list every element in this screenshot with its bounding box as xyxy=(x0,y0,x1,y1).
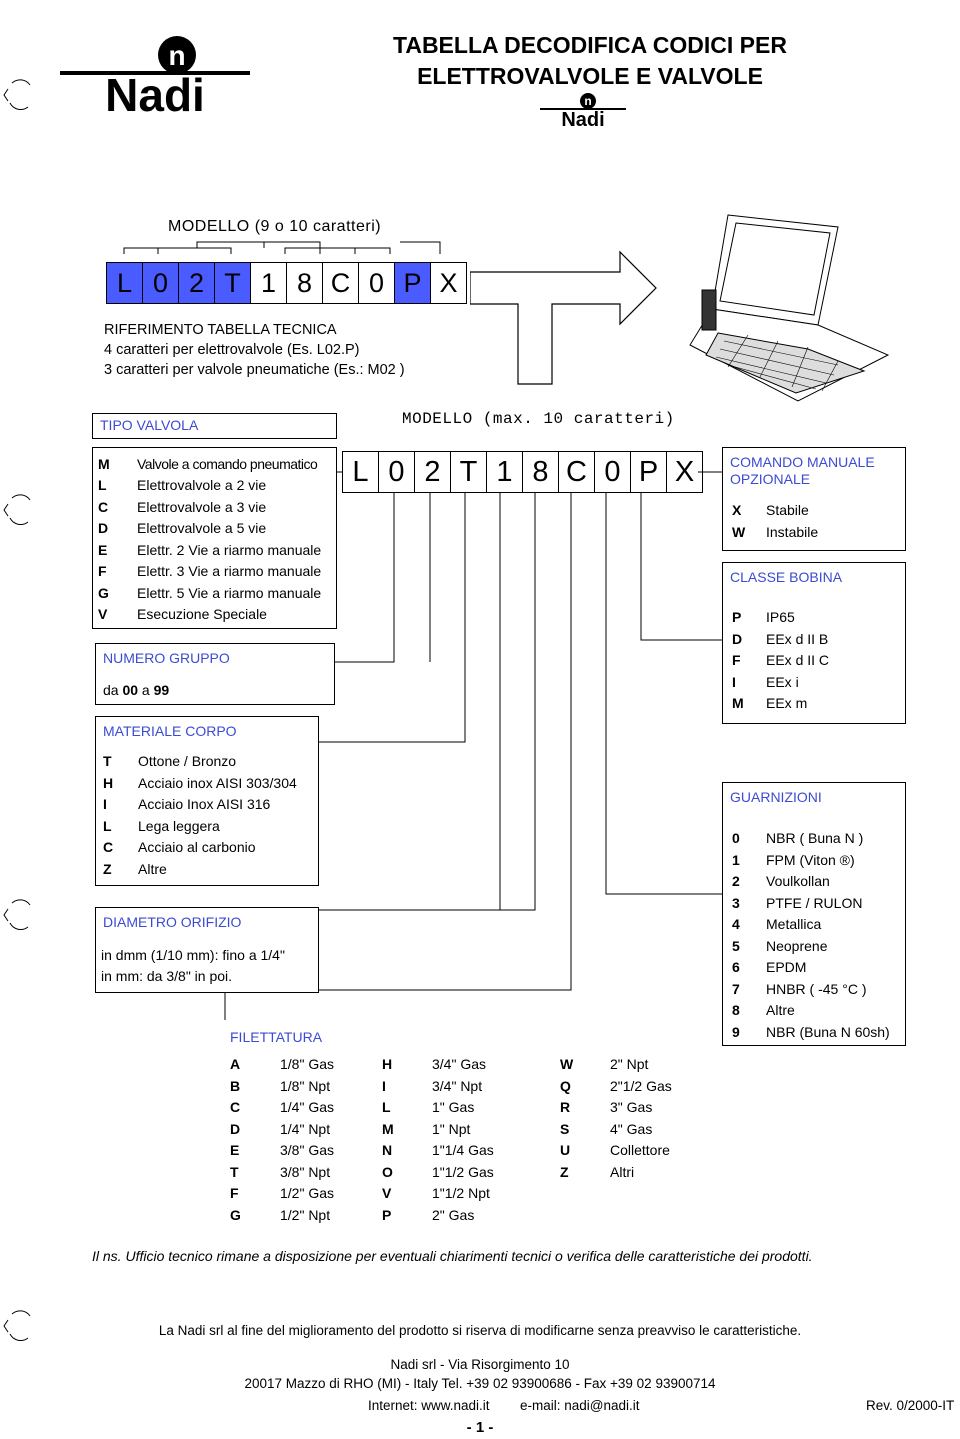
binder-hole-icon xyxy=(2,75,34,115)
code-char: 1 xyxy=(487,452,523,492)
model-code-mid: L 0 2 T 1 8 C 0 P X xyxy=(342,451,703,493)
laptop-illustration xyxy=(689,214,890,402)
code-char: C xyxy=(323,263,359,303)
code-char: X xyxy=(674,456,695,488)
t-arrow-icon xyxy=(470,250,657,385)
company-name: Nadi srl - Via Risorgimento 10 xyxy=(390,1357,570,1372)
code-char: P xyxy=(631,452,667,492)
company-address: 20017 Mazzo di RHO (MI) - Italy Tel. +39… xyxy=(244,1376,716,1391)
code-char: X xyxy=(439,268,458,298)
page-number: - 1 - xyxy=(466,1419,494,1436)
svg-text:n: n xyxy=(168,40,185,71)
code-char: 8 xyxy=(523,452,559,492)
svg-text:Nadi: Nadi xyxy=(105,69,205,115)
svg-text:n: n xyxy=(584,94,591,108)
nadi-small-logo: n Nadi xyxy=(540,92,626,131)
binder-hole-icon xyxy=(2,1306,34,1346)
code-char: P xyxy=(395,263,431,303)
disclaimer: La Nadi srl al fine del miglioramento de… xyxy=(158,1323,802,1338)
binder-hole-icon xyxy=(2,895,34,935)
code-brackets xyxy=(123,241,441,254)
binder-hole-icon xyxy=(2,490,34,530)
website-link[interactable]: Internet: www.nadi.it xyxy=(368,1398,490,1413)
nadi-logo: n Nadi xyxy=(60,35,250,121)
model-label-mid: MODELLO (max. 10 caratteri) xyxy=(402,410,675,428)
code-char: T xyxy=(451,452,487,492)
svg-text:Nadi: Nadi xyxy=(561,109,604,128)
code-char: C xyxy=(559,452,595,492)
tipo-valvola-header: TIPO VALVOLA xyxy=(92,413,337,439)
code-char: L xyxy=(343,452,379,492)
code-char: 0 xyxy=(359,263,395,303)
tech-office-note: Il ns. Ufficio tecnico rimane a disposiz… xyxy=(92,1248,813,1264)
page-title: TABELLA DECODIFICA CODICI PER ELETTROVAL… xyxy=(393,32,787,89)
code-char: L xyxy=(107,263,143,303)
code-char: 8 xyxy=(287,263,323,303)
model-label-top: MODELLO (9 o 10 caratteri) xyxy=(168,218,382,235)
code-char: T xyxy=(215,263,251,303)
code-char: 1 xyxy=(251,263,287,303)
diametro-orifizio-box: DIAMETRO ORIFIZIO in dmm (1/10 mm): fino… xyxy=(95,907,319,993)
numero-gruppo-box: NUMERO GRUPPO da 00 a 99 xyxy=(95,643,335,705)
email-link[interactable]: e-mail: nadi@nadi.it xyxy=(520,1398,640,1413)
code-char: 2 xyxy=(179,263,215,303)
code-char: 0 xyxy=(595,452,631,492)
reference-note: RIFERIMENTO TABELLA TECNICA 4 caratteri … xyxy=(104,322,405,378)
code-char: 0 xyxy=(143,263,179,303)
code-char: 2 xyxy=(415,452,451,492)
model-code-top: L 0 2 T 1 8 C 0 P X xyxy=(106,262,467,304)
revision-label: Rev. 0/2000-IT xyxy=(866,1398,955,1413)
code-char: 0 xyxy=(379,452,415,492)
